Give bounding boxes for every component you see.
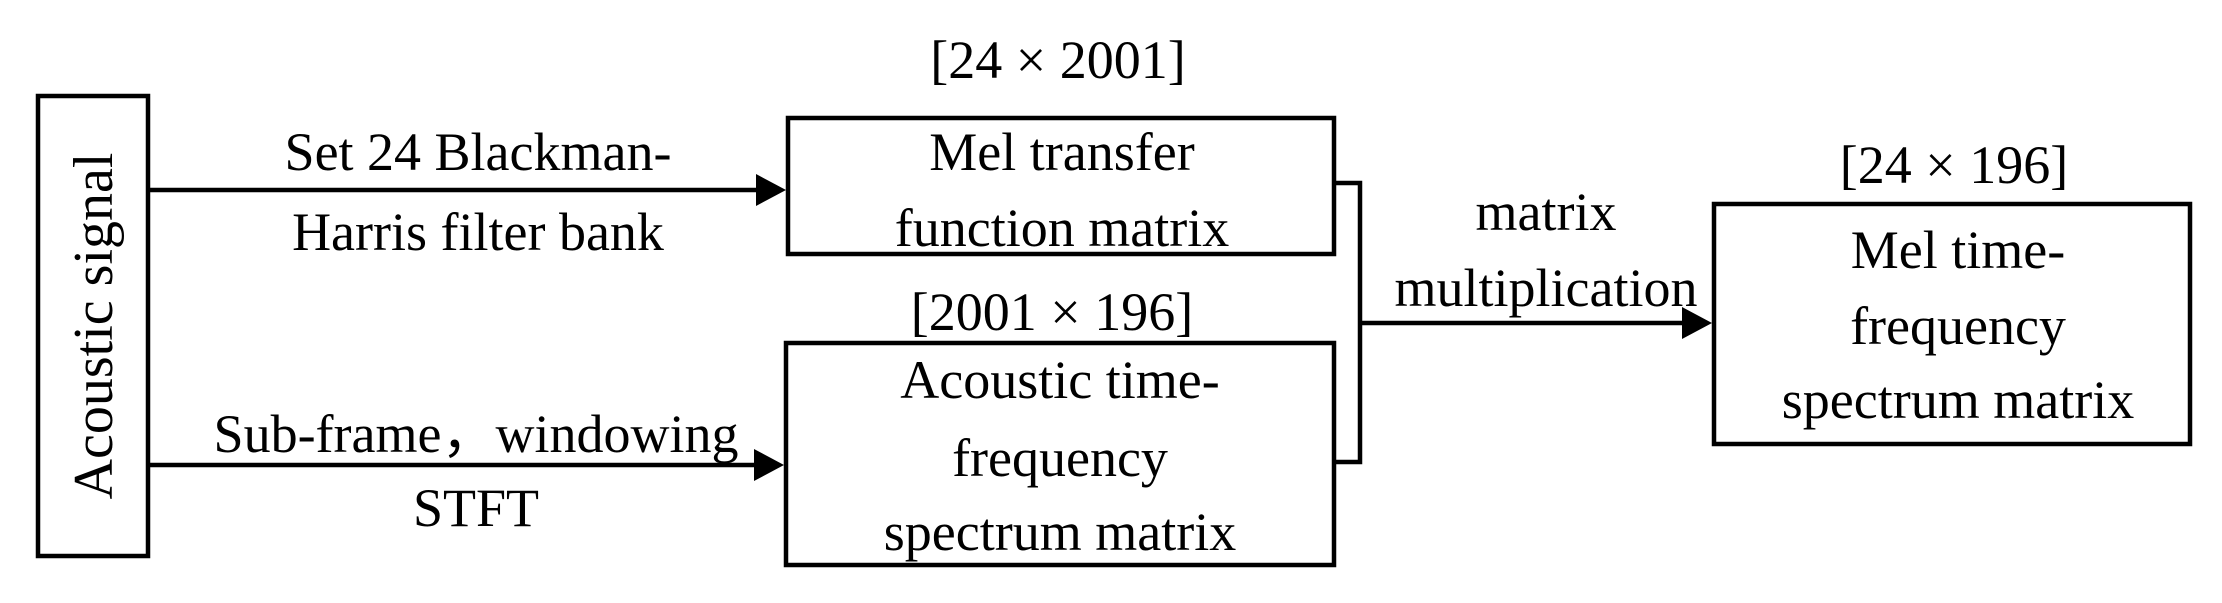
mel-transfer-line-2: function matrix (895, 198, 1229, 258)
mel-tf-output-line-1: Mel time- (1851, 220, 2065, 280)
acoustic-tf-line-1: Acoustic time- (900, 350, 1219, 410)
combine-operation-label: matrix multiplication (1395, 182, 1698, 318)
mel-tf-output-box (1711, 201, 2193, 447)
mel-transfer-dimension: [24 × 2001] (930, 30, 1185, 90)
mel-transfer-box (785, 115, 1337, 257)
acoustic-tf-dimension: [2001 × 196] (911, 282, 1193, 342)
acoustic-signal-label: Acoustic signal (63, 153, 125, 500)
lower-operation-label: Sub-frame，windowing STFT (214, 404, 739, 538)
mel-transfer-line-1: Mel transfer (929, 122, 1194, 182)
acoustic-signal-node: Acoustic signal (35, 93, 151, 559)
lower-arrow-head (754, 449, 784, 481)
mel-transfer-node: [24 × 2001] Mel transfer function matrix (785, 30, 1337, 258)
lower-operation-line-2: STFT (413, 478, 539, 538)
combine-arrow-head (1682, 307, 1712, 339)
acoustic-tf-line-3: spectrum matrix (884, 502, 1236, 562)
mel-tf-output-line-3: spectrum matrix (1782, 370, 2134, 430)
mel-tf-output-line-2: frequency (1850, 296, 2066, 356)
acoustic-signal-box (35, 93, 151, 559)
combine-connector (1334, 180, 1712, 465)
upper-operation-label: Set 24 Blackman- Harris filter bank (285, 122, 672, 262)
combine-operation-line-1: matrix (1476, 182, 1617, 242)
upper-operation-line-1: Set 24 Blackman- (285, 122, 672, 182)
upper-branch-arrow (148, 174, 786, 206)
acoustic-tf-node: [2001 × 196] Acoustic time- frequency sp… (783, 282, 1337, 568)
lower-operation-line-1: Sub-frame，windowing (214, 404, 739, 464)
mel-tf-output-dimension: [24 × 196] (1840, 135, 2068, 195)
combine-operation-line-2: multiplication (1395, 258, 1698, 318)
acoustic-tf-box (783, 340, 1337, 568)
acoustic-tf-line-2: frequency (952, 428, 1168, 488)
mel-tf-output-node: [24 × 196] Mel time- frequency spectrum … (1711, 135, 2193, 447)
upper-operation-line-2: Harris filter bank (292, 202, 664, 262)
combine-bracket (1334, 180, 1363, 465)
upper-arrow-head (756, 174, 786, 206)
lower-branch-arrow (148, 449, 784, 481)
